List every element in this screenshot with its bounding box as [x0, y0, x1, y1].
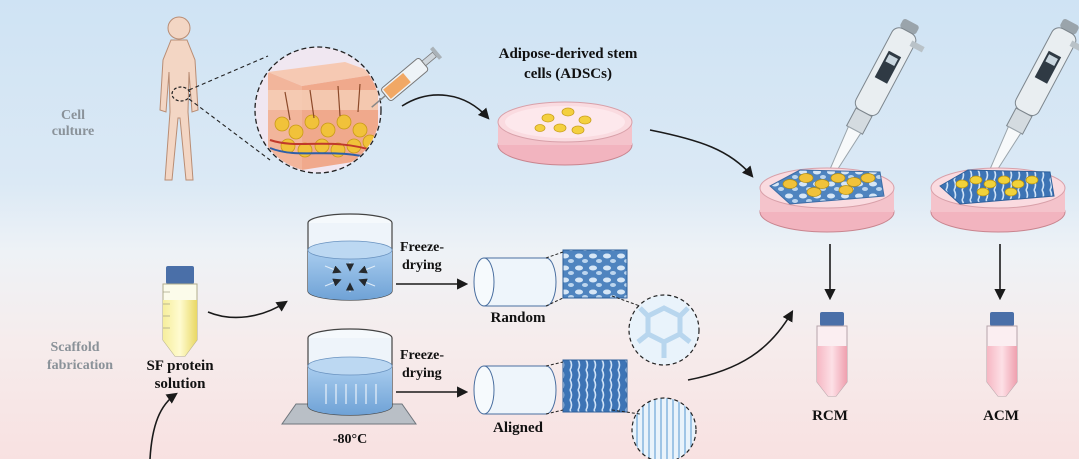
seeded-dish-acm-icon	[930, 167, 1066, 233]
label-aligned: Aligned	[492, 420, 543, 436]
aligned-scaffold-cylinder-icon	[473, 365, 557, 415]
adscs-petri-dish-icon	[497, 101, 633, 166]
aligned-scaffold-channels-icon	[562, 359, 628, 413]
arrow-into-sf	[149, 392, 178, 459]
label-sf-line2: solution	[154, 376, 206, 392]
label-fabrication: fabrication	[46, 358, 114, 373]
label-cell-culture: Cell culture	[51, 108, 95, 139]
label-adscs-line1: Adipose-derived stem	[498, 46, 638, 62]
biopsy-site-circle	[171, 86, 191, 102]
skin-tissue-block-icon	[268, 62, 379, 170]
seeded-dish-rcm-icon	[759, 167, 895, 233]
arrow-scaffold-to-seeding	[687, 310, 794, 381]
arrow-tissue-to-dish	[401, 94, 490, 120]
human-figure-icon	[159, 16, 199, 181]
label-adscs-line2: cells (ADSCs)	[524, 66, 612, 82]
beaker-aligned-icon	[281, 328, 417, 425]
label-scaffold: Scaffold	[50, 340, 100, 355]
sf-protein-tube-icon	[162, 266, 198, 357]
random-scaffold-cylinder-icon	[473, 257, 557, 307]
arrow-dish-to-seeding	[649, 129, 754, 178]
label-random: Random	[490, 310, 546, 326]
label-freeze-bottom-line1: Freeze-	[400, 348, 445, 363]
rcm-tube-icon	[816, 312, 848, 397]
random-scaffold-porous-icon	[562, 249, 628, 299]
label-freeze-top-line2: drying	[402, 258, 442, 273]
label-freeze-bottom-line2: drying	[402, 366, 442, 381]
label-sf-line1: SF protein	[146, 358, 214, 374]
label-freeze-top-line1: Freeze-	[400, 240, 445, 255]
arrow-sf-to-beakers	[207, 300, 288, 319]
label-temperature: -80°C	[332, 432, 368, 447]
zoom-line-top	[188, 55, 269, 91]
acm-tube-icon	[986, 312, 1018, 397]
honeycomb-pore-icon	[636, 305, 692, 358]
syringe-icon	[371, 46, 443, 108]
aligned-pore-zoom-icon	[631, 397, 697, 459]
label-rcm: RCM	[812, 408, 848, 424]
beaker-random-icon	[307, 213, 393, 301]
label-acm: ACM	[983, 408, 1019, 424]
zoom-line-bottom	[188, 98, 271, 161]
